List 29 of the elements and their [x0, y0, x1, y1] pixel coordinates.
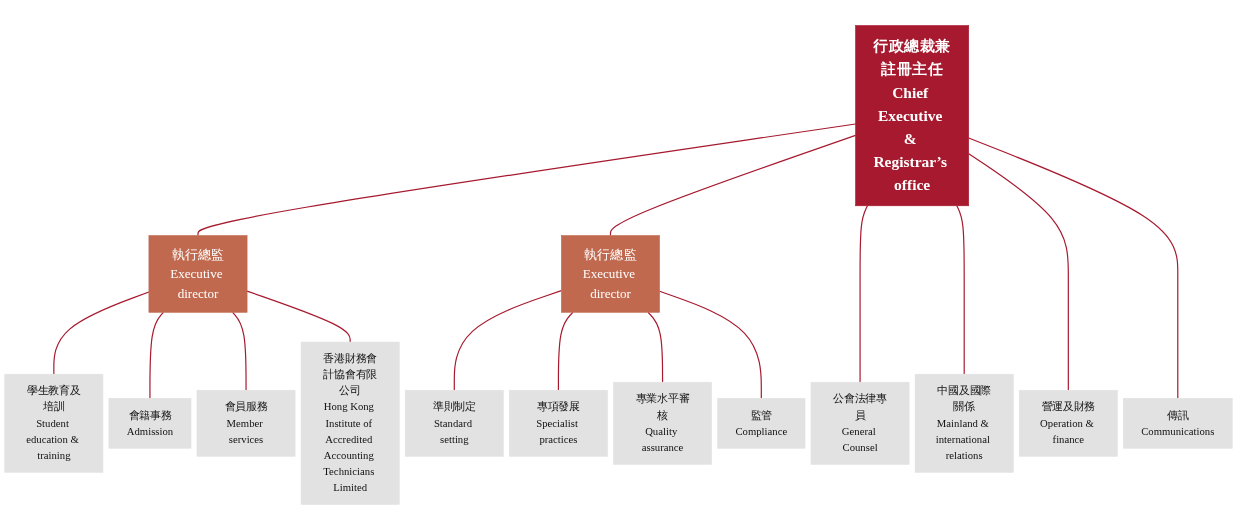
connector — [968, 153, 1069, 391]
node-box: 執行總監 Executive director — [561, 235, 660, 313]
node-box: 香港財務會計協會有限公司 Hong Kong Institute of Accredited Accounting Technicians Limited — [300, 341, 400, 505]
connector — [232, 311, 247, 391]
connector — [956, 205, 965, 375]
node-box: 監管 Compliance — [717, 398, 806, 449]
node-box: 營運及財務 Operation & finance — [1018, 389, 1118, 457]
node-box: 公會法律專員 General Counsel — [810, 381, 910, 465]
node-box: 會員服務 Member services — [196, 389, 296, 457]
connector — [246, 290, 351, 343]
connector — [557, 311, 574, 391]
node-box: 會籍事務 Admission — [108, 398, 192, 449]
node-box: 中國及國際關係 Mainland & international relations — [914, 373, 1014, 473]
connector — [453, 290, 562, 391]
node-box: 專業水平審核 Quality assurance — [613, 381, 712, 465]
node-box: 專項發展 Specialist practices — [509, 389, 608, 457]
node-box: 行政總裁兼註冊主任 Chief Executive & Registrar’s office — [855, 25, 969, 207]
node-box: 執行總監 Executive director — [148, 235, 248, 313]
connector — [859, 205, 869, 383]
connector — [647, 311, 664, 383]
connector — [609, 134, 857, 237]
connector — [968, 137, 1179, 399]
connector — [53, 291, 150, 375]
connector — [658, 290, 762, 399]
connector — [197, 123, 857, 237]
node-box: 傳訊 Communications — [1123, 398, 1233, 449]
node-box: 學生教育及培訓 Student education & training — [4, 373, 104, 473]
connector — [149, 311, 164, 399]
node-box: 準則制定 Standard setting — [404, 389, 504, 457]
